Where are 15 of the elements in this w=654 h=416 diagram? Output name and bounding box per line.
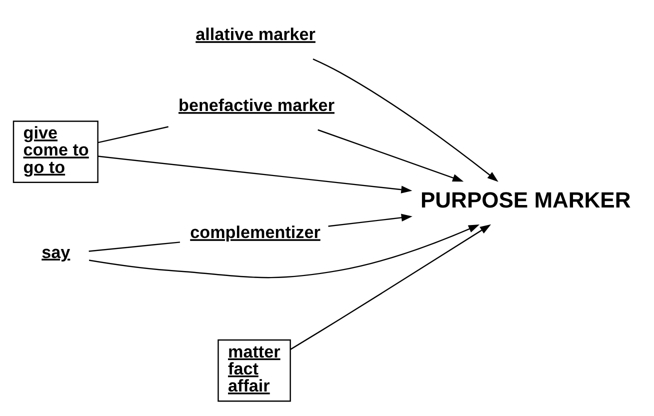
arrow (290, 224, 491, 350)
arrow (98, 156, 412, 194)
arrow (328, 214, 412, 227)
node-text: benefactive marker (178, 96, 334, 116)
node-text: say (42, 242, 70, 262)
node-box: give come to go to (12, 120, 98, 183)
arrow (318, 129, 464, 182)
node-text: complementizer (190, 223, 320, 242)
arrow (88, 224, 480, 278)
arrow (312, 58, 498, 182)
node-box: matter fact affair (218, 339, 291, 402)
connector (98, 126, 168, 144)
node-text: PURPOSE MARKER (420, 187, 631, 212)
connector (88, 242, 180, 252)
node-text: allative marker (196, 25, 316, 44)
